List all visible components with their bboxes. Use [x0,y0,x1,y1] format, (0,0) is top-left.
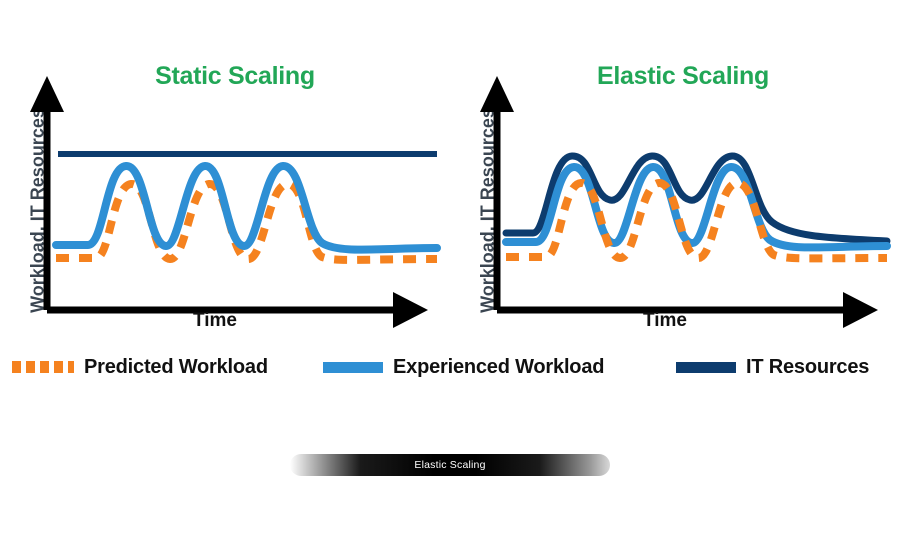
legend-item-experienced-workload: Experienced Workload [323,348,604,386]
legend-label-experienced-workload: Experienced Workload [393,355,605,378]
legend-label-predicted-workload: Predicted Workload [84,355,268,378]
legend-item-predicted-workload: Predicted Workload [12,348,268,386]
chart-legend: Predicted Workload Experienced Workload … [0,348,900,386]
watermark-bar: Elastic Scaling [290,454,610,476]
chart-title-elastic-scaling: Elastic Scaling [597,62,769,90]
plot-static-scaling [30,76,441,328]
chart-panel-static-scaling: Static Scaling Workload, IT Resources Ti… [0,0,450,345]
legend-item-it-resources: IT Resources [676,348,869,386]
series-line-predicted-workload-static [56,180,438,264]
series-line-it-resources-elastic [502,152,891,245]
x-axis-label-static-scaling: Time [192,310,237,331]
series-line-predicted-workload-elastic [506,179,888,263]
legend-swatch-solid-navy-line-icon [676,361,736,373]
legend-swatch-dashed-line-icon [12,361,74,373]
y-axis-arrow-static [30,76,64,310]
plot-elastic-scaling [480,76,891,328]
legend-swatch-solid-line-icon [323,361,383,373]
charts-row: Static Scaling Workload, IT Resources Ti… [0,0,900,345]
watermark-label: Elastic Scaling [414,459,486,471]
x-axis-arrow-static [47,292,428,328]
y-axis-arrow-elastic [480,76,514,310]
chart-title-static-scaling: Static Scaling [155,62,315,90]
series-line-experienced-workload-static [52,162,441,254]
x-axis-arrow-elastic [497,292,878,328]
chart-panel-elastic-scaling: Elastic Scaling Workload, IT Resources T… [450,0,900,345]
watermark-bar-wrap: Elastic Scaling [0,452,900,478]
legend-label-it-resources: IT Resources [746,355,870,378]
x-axis-label-elastic-scaling: Time [642,310,687,331]
